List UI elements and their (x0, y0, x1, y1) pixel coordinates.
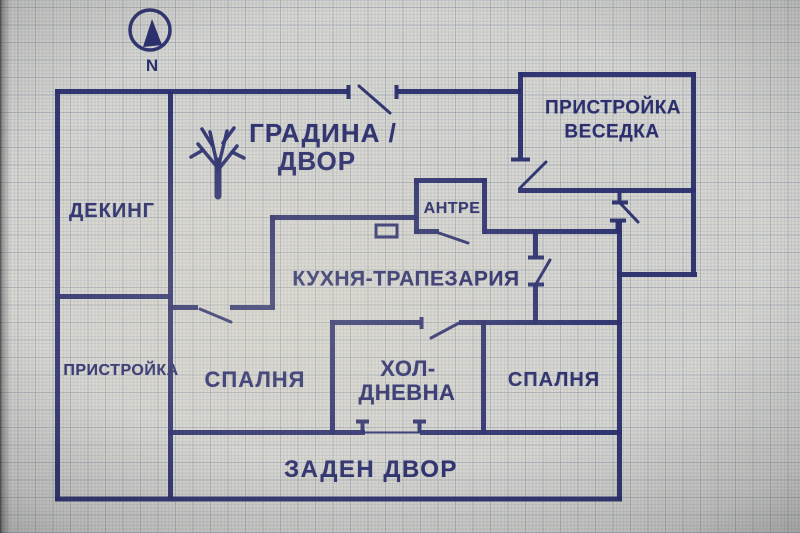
window-symbol (374, 223, 399, 239)
room-label-gazebo-line1: ПРИСТРОЙКА (544, 97, 682, 119)
kitchen-door-swing (534, 258, 552, 286)
room-label-kitchen-dining: КУХНЯ-ТРАПЕЗАРИЯ (292, 267, 520, 291)
compass-needle (143, 19, 162, 47)
room-label-living-line2: ДНЕВНА (358, 380, 456, 405)
living-door-swing (429, 321, 461, 340)
room-label-garden-line2: ДВОР (277, 146, 357, 176)
compass-north-label: N (146, 56, 158, 75)
tree-icon (189, 126, 246, 200)
room-label-garden-line1: ГРАДИНА / (249, 118, 397, 148)
room-label-living-line1: ХОЛ- (380, 356, 436, 381)
bedroomL-door-swing (198, 307, 233, 324)
room-label-back-yard: ЗАДЕН ДВОР (284, 456, 458, 483)
room-label-entry-hall: АНТРЕ (423, 200, 481, 217)
compass-icon: N (128, 8, 172, 75)
room-label-decking: ДЕКИНГ (69, 200, 155, 222)
room-label-bedroom-right: СПАЛНЯ (507, 369, 601, 391)
room-label-gazebo-line2: ВЕСЕДКА (564, 121, 660, 143)
antre-door-swing (437, 231, 470, 245)
room-label-annex: ПРИСТРОЙКА (63, 362, 179, 379)
gate-swing (357, 84, 392, 115)
gazebo-door-swing (518, 160, 548, 190)
room-label-bedroom-left: СПАЛНЯ (204, 367, 306, 392)
